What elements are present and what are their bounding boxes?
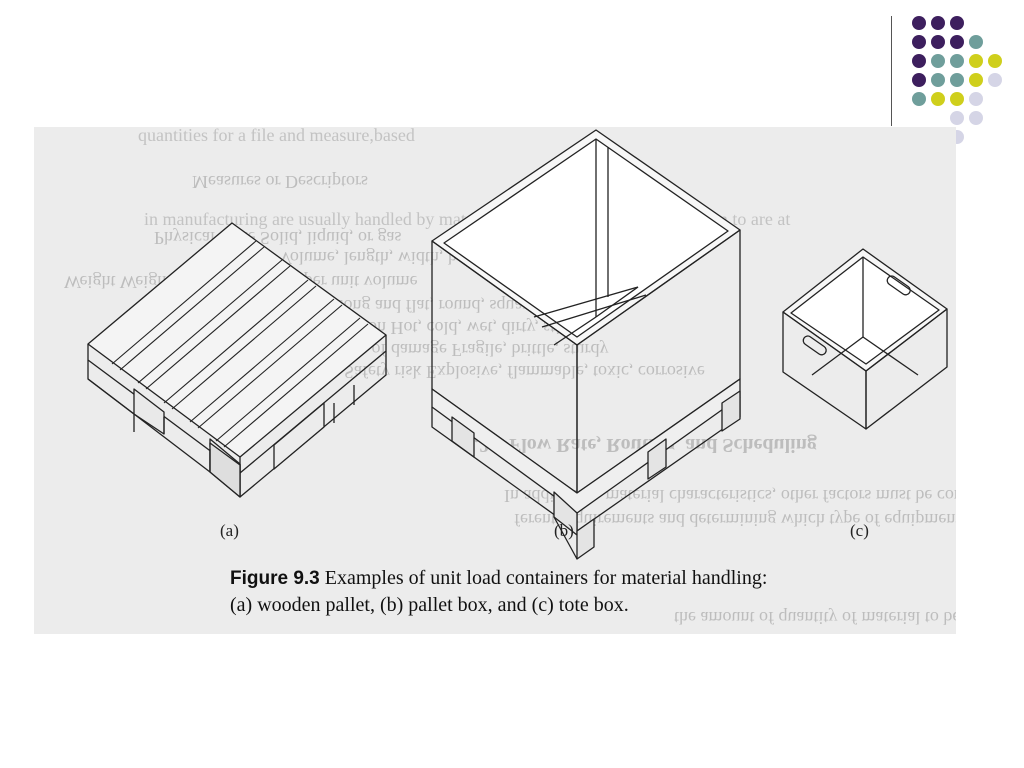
decorative-dot — [969, 111, 983, 125]
scanned-figure-image: quantities for a file and measure,based … — [34, 127, 956, 634]
decorative-dot — [931, 92, 945, 106]
caption-line-1: Figure 9.3 Examples of unit load contain… — [230, 565, 767, 592]
figure-number: Figure 9.3 — [230, 568, 320, 589]
decorative-dot — [912, 92, 926, 106]
decorative-dot — [950, 111, 964, 125]
decorative-dot — [950, 35, 964, 49]
ghost-line: quantities for a file and measure,based — [138, 127, 415, 145]
decorative-dot — [912, 73, 926, 87]
figure-title: Examples of unit load containers for mat… — [324, 567, 768, 589]
pallet-box-drawing — [431, 129, 741, 560]
label-c: (c) — [850, 521, 869, 540]
figure-caption: Figure 9.3 Examples of unit load contain… — [230, 565, 767, 618]
label-b: (b) — [554, 521, 574, 540]
wooden-pallet-drawing — [87, 222, 387, 498]
decorative-dot — [912, 54, 926, 68]
decorative-dot — [931, 54, 945, 68]
decorative-dot — [950, 16, 964, 30]
label-a: (a) — [220, 521, 239, 540]
decorative-dot — [969, 54, 983, 68]
decorative-dot — [950, 92, 964, 106]
decorative-dot — [912, 35, 926, 49]
decorative-dot — [969, 73, 983, 87]
decorative-dot — [988, 73, 1002, 87]
decorative-vertical-rule — [891, 16, 892, 126]
decorative-dot — [931, 35, 945, 49]
decorative-dot — [969, 35, 983, 49]
decorative-dot — [988, 54, 1002, 68]
decorative-dot — [931, 73, 945, 87]
caption-line-2: (a) wooden pallet, (b) pallet box, and (… — [230, 594, 629, 616]
decorative-dot — [950, 54, 964, 68]
tote-box-drawing — [782, 248, 948, 430]
decorative-dot — [912, 16, 926, 30]
container-drawings — [87, 129, 948, 560]
decorative-dot — [931, 16, 945, 30]
decorative-dot — [969, 92, 983, 106]
decorative-dot — [950, 73, 964, 87]
